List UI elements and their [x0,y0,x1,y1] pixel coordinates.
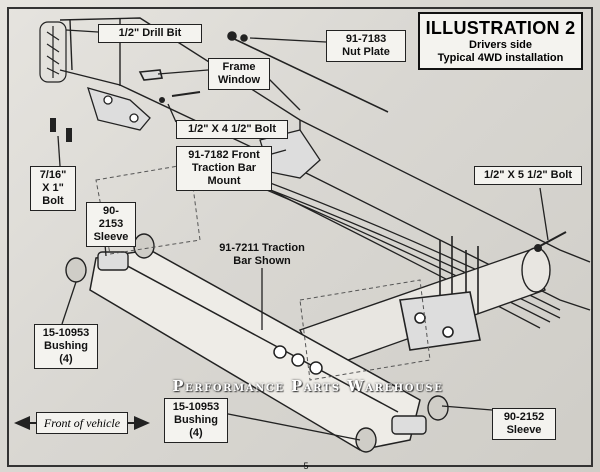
title-box: ILLUSTRATION 2 Drivers side Typical 4WD … [418,12,583,70]
frame-window-line2: Window [217,74,261,86]
label-nut-plate: 91-7183 Nut Plate [326,30,406,62]
label-traction-bar: 91-7211 Traction Bar Shown [206,242,318,268]
label-bushing-left: 15-10953 Bushing (4) [34,324,98,369]
bushing-left-part: 15-10953 [42,327,90,339]
label-sleeve-2153: 90-2153 Sleeve [86,202,136,247]
label-front-mount: 91-7182 Front Traction Bar Mount [176,146,272,191]
front-mount-name2: Mount [207,175,241,187]
front-mount-part: 91-7182 Front [188,149,260,161]
u-bolts [399,236,481,351]
sleeve-2152-part: 90-2152 [503,411,545,423]
rear-bolt-drawing [534,231,567,252]
right-arrow-icon [128,416,150,430]
bushings-right [355,395,449,453]
front-mount-drawing [87,87,321,179]
bolt-7-16-line1: 7/16" [39,169,67,181]
nut-plate-part: 91-7183 [345,33,387,45]
nut-plate-drawing [138,31,389,113]
bushing-right-name: Bushing [174,414,218,426]
illustration-subtitle-1: Drivers side [469,39,532,51]
label-drill-bit: 1/2" Drill Bit [98,24,202,43]
bushing-left-qty: (4) [59,353,73,365]
bushing-right-qty: (4) [189,427,203,439]
label-bolt-4-half: 1/2" X 4 1/2" Bolt [176,120,288,139]
small-bolts [50,91,201,142]
drill-bit-drawing [39,21,67,83]
illustration-heading: ILLUSTRATION 2 [425,18,576,38]
sleeve-2153-name: Sleeve [93,231,129,243]
label-frame-window: Frame Window [208,58,270,90]
bushing-left-name: Bushing [44,340,88,352]
label-bolt-7-16: 7/16" X 1" Bolt [30,166,76,211]
bolt-7-16-line2: X 1" [42,182,64,194]
page-border [7,7,593,467]
watermark-text: Performance Parts Warehouse [172,378,444,395]
bushings-left [65,233,155,283]
frame-window-line1: Frame [222,61,256,73]
left-arrow-icon [14,416,36,430]
label-front-of-vehicle: Front of vehicle [36,412,128,434]
front-mount-name1: Traction Bar [191,162,257,174]
traction-bar-part: 91-7211 Traction [219,242,305,254]
bolt-7-16-line3: Bolt [42,195,64,207]
sleeve-2153-part: 90-2153 [98,205,124,230]
nut-plate-name: Nut Plate [342,46,390,58]
label-sleeve-2152: 90-2152 Sleeve [492,408,556,440]
traction-bar-name: Bar Shown [233,255,291,267]
sleeve-2152-name: Sleeve [506,424,542,436]
illustration-subtitle-2: Typical 4WD installation [437,52,564,64]
bushing-right-part: 15-10953 [172,401,220,413]
label-bolt-5-half: 1/2" X 5 1/2" Bolt [474,166,582,185]
page-number: 5 [303,461,309,471]
label-bushing-right: 15-10953 Bushing (4) [164,398,228,443]
